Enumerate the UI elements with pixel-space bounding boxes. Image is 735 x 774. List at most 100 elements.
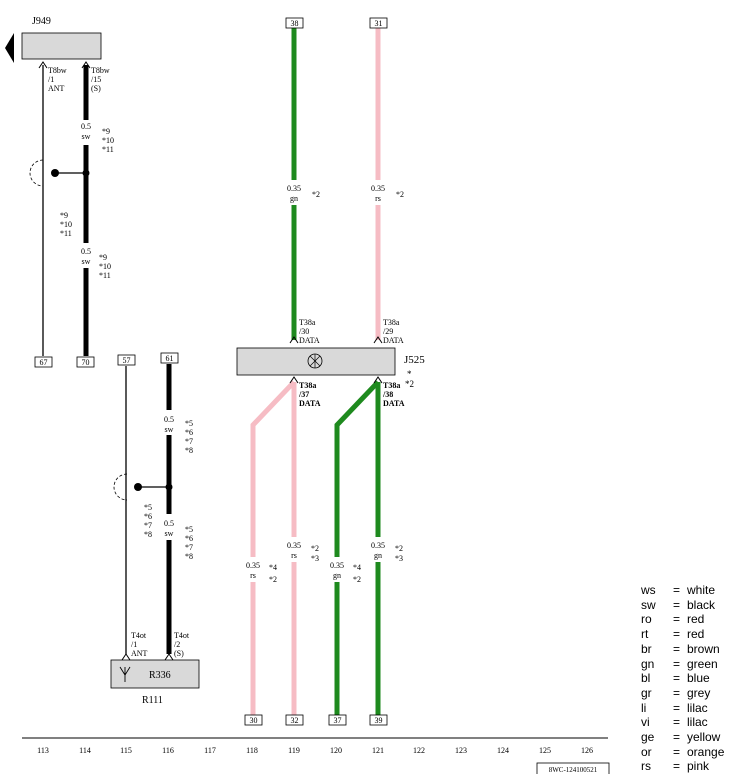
svg-text:*2: *2 (311, 544, 319, 553)
footer-code-box (536, 762, 610, 774)
svg-text:(S): (S) (91, 84, 101, 93)
svg-text:T4ot: T4ot (174, 631, 190, 640)
legend-code: ro (641, 612, 652, 627)
legend-color-name: brown (687, 641, 720, 656)
svg-text:DATA: DATA (383, 399, 405, 408)
terminal-box (369, 714, 388, 726)
legend-color-name: lilac (687, 700, 708, 715)
footnote-refs: *2 (312, 190, 320, 199)
legend-color-name: green (687, 656, 718, 671)
svg-text:*2: *2 (395, 544, 403, 553)
svg-text:*10: *10 (60, 220, 72, 229)
svg-text:*5: *5 (185, 525, 193, 534)
connector-pins (38, 61, 383, 661)
svg-text:0.35: 0.35 (246, 561, 260, 570)
legend-equals: = (673, 627, 681, 642)
svg-text:114: 114 (79, 746, 91, 755)
legend-row: rs=pink (641, 759, 733, 774)
legend-code: sw (641, 597, 656, 612)
footnote-refs: *5 *6 *7 *8 (185, 525, 193, 561)
svg-text:sw: sw (165, 425, 174, 434)
terminal-box (160, 352, 179, 364)
svg-text:0.35: 0.35 (287, 541, 301, 550)
footnote-refs: *9 *10 *11 (60, 211, 72, 238)
legend-row: gr=grey (641, 686, 733, 701)
svg-text:*2: *2 (312, 190, 320, 199)
svg-text:/38: /38 (382, 390, 393, 399)
component-j525-label: J525 (404, 354, 425, 366)
legend-equals: = (673, 583, 681, 597)
svg-text:*9: *9 (102, 127, 110, 136)
legend-color-name: yellow (687, 730, 721, 745)
legend-code: li (641, 700, 647, 715)
terminal-label: 32 (291, 716, 299, 725)
footnote-refs: *2 *3 (395, 544, 403, 563)
terminal-label: 57 (123, 356, 131, 365)
wire-label: 0.35 gn (369, 537, 387, 561)
connector-label-j949-ant: T8bw /1 ANT (48, 66, 67, 93)
svg-text:/15: /15 (91, 75, 101, 84)
footnote-refs: *2 (396, 190, 404, 199)
svg-text:rs: rs (291, 551, 297, 560)
legend-row: gn=green (641, 657, 733, 672)
terminal-label: 31 (375, 19, 383, 28)
svg-text:T8bw: T8bw (91, 66, 110, 75)
connector-label-j525-29: T38a /29 DATA (383, 318, 404, 345)
svg-text:0.35: 0.35 (287, 184, 301, 193)
legend-code: bl (641, 671, 651, 686)
svg-text:/1: /1 (48, 75, 54, 84)
terminal-label: 38 (291, 19, 299, 28)
svg-text:*4: *4 (353, 563, 361, 572)
svg-text:121: 121 (372, 746, 384, 755)
legend-color-name: grey (687, 685, 711, 700)
wire-label: 0.35 rs (244, 557, 262, 581)
svg-text:115: 115 (120, 746, 132, 755)
footnote-refs: *2 *3 (311, 544, 319, 563)
legend-row: or=orange (641, 745, 733, 760)
svg-text:*2: *2 (269, 575, 277, 584)
svg-text:sw: sw (165, 529, 174, 538)
svg-text:120: 120 (330, 746, 342, 755)
svg-text:gn: gn (290, 194, 298, 203)
footnote-refs: *4 *2 (269, 563, 277, 584)
shield-junction-upper-b (82, 169, 90, 177)
svg-text:*3: *3 (311, 554, 319, 563)
svg-text:*3: *3 (395, 554, 403, 563)
svg-text:0.5: 0.5 (81, 247, 91, 256)
svg-text:/37: /37 (298, 390, 309, 399)
svg-text:125: 125 (539, 746, 551, 755)
terminal-box (285, 17, 304, 29)
shield-junction-lower (134, 483, 142, 491)
connector-label-j525-38: T38a /38 DATA (382, 381, 405, 408)
svg-text:T38a: T38a (383, 381, 400, 390)
svg-text:*9: *9 (99, 253, 107, 262)
svg-text:113: 113 (37, 746, 49, 755)
svg-text:/29: /29 (383, 327, 393, 336)
legend-code: rs (641, 759, 651, 774)
legend-row: ws=white (641, 583, 733, 598)
wire-rs-bottom-30 (250, 380, 296, 557)
legend-row: br=brown (641, 642, 733, 657)
legend-color-name: red (687, 627, 705, 642)
legend-code: gn (641, 656, 655, 671)
legend-code: ge (641, 730, 655, 745)
legend-equals: = (673, 597, 681, 612)
column-numbers: 113 114 115 116 117 118 119 120 121 122 … (37, 746, 593, 755)
svg-text:118: 118 (246, 746, 258, 755)
svg-text:gn: gn (333, 571, 341, 580)
connector-label-j949-s: T8bw /15 (S) (91, 66, 110, 93)
shield-junction-upper (51, 169, 59, 177)
svg-text:sw: sw (82, 257, 91, 266)
shield-symbol-lower (113, 473, 128, 501)
svg-text:DATA: DATA (299, 336, 320, 345)
legend-row: li=lilac (641, 701, 733, 716)
svg-text:*8: *8 (144, 530, 152, 539)
terminal-label: 30 (250, 716, 258, 725)
legend-row: ro=red (641, 612, 733, 627)
svg-text:*10: *10 (99, 262, 111, 271)
svg-text:*7: *7 (185, 437, 193, 446)
svg-text:*8: *8 (185, 552, 193, 561)
svg-text:*8: *8 (185, 446, 193, 455)
